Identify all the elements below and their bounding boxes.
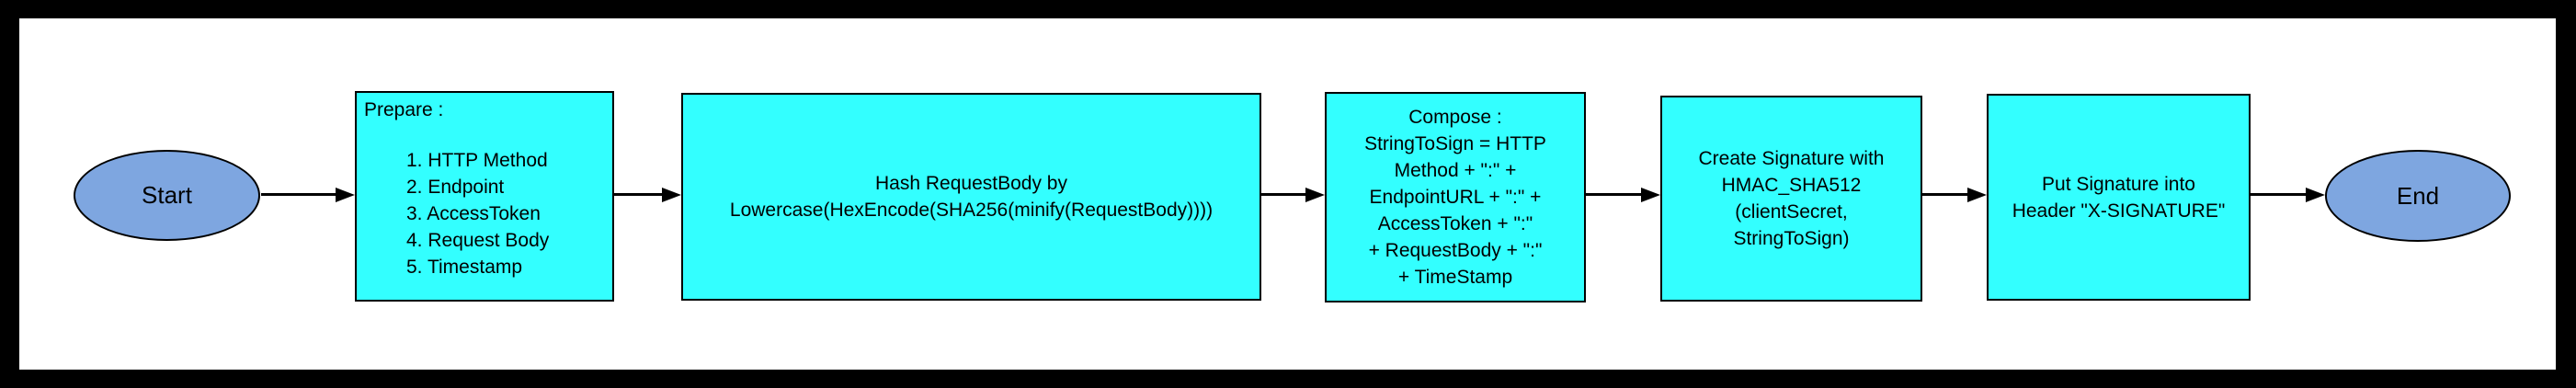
- prepare-list: 1. HTTP Method 2. Endpoint 3. AccessToke…: [406, 147, 549, 280]
- start-label: Start: [142, 181, 192, 209]
- prepare-list-item: 3. AccessToken: [406, 203, 541, 224]
- arrow-create-signature-to-put-signature: [1922, 193, 1967, 196]
- compose-text-line: Compose :: [1408, 107, 1502, 128]
- prepare-list-item: 2. Endpoint: [406, 177, 505, 198]
- create-signature-text-line: StringToSign): [1733, 228, 1850, 249]
- hash-text-line: Hash RequestBody by: [875, 173, 1067, 194]
- put-signature-text-line: Header "X-SIGNATURE": [2012, 200, 2226, 222]
- create-signature-node: Create Signature with HMAC_SHA512 (clien…: [1660, 96, 1922, 302]
- create-signature-text-line: (clientSecret,: [1735, 201, 1848, 223]
- compose-text-line: + TimeStamp: [1397, 267, 1513, 288]
- create-signature-text-line: Create Signature with: [1698, 148, 1885, 169]
- start-terminator-node: Start: [74, 150, 260, 241]
- arrow-start-to-prepare: [261, 193, 336, 196]
- end-label: End: [2396, 181, 2440, 210]
- compose-text-line: Method + ":" +: [1394, 160, 1517, 181]
- prepare-list-item: 1. HTTP Method: [406, 150, 548, 171]
- compose-stringtosign-node: Compose : StringToSign = HTTP Method + "…: [1325, 92, 1586, 302]
- arrow-hash-to-compose: [1261, 193, 1305, 196]
- arrow-prepare-to-hash: [614, 193, 662, 196]
- arrow-put-signature-to-end: [2251, 193, 2306, 196]
- hash-requestbody-node: Hash RequestBody by Lowercase(HexEncode(…: [681, 93, 1261, 301]
- arrow-compose-to-create-signature: [1586, 193, 1641, 196]
- create-signature-text-line: HMAC_SHA512: [1721, 175, 1862, 196]
- put-signature-header-node: Put Signature into Header "X-SIGNATURE": [1987, 94, 2251, 301]
- hash-text-line: Lowercase(HexEncode(SHA256(minify(Reques…: [729, 200, 1214, 221]
- prepare-list-item: 4. Request Body: [406, 230, 550, 251]
- compose-text-line: EndpointURL + ":" +: [1369, 187, 1542, 208]
- prepare-process-node: Prepare : 1. HTTP Method 2. Endpoint 3. …: [355, 91, 614, 302]
- compose-text-line: + RequestBody + ":": [1368, 240, 1543, 261]
- prepare-title: Prepare :: [364, 99, 444, 120]
- compose-text-line: AccessToken + ":": [1377, 213, 1533, 234]
- compose-text-line: StringToSign = HTTP: [1364, 133, 1546, 154]
- put-signature-text-line: Put Signature into: [2042, 173, 2195, 195]
- end-terminator-node: End: [2325, 150, 2511, 242]
- prepare-list-item: 5. Timestamp: [406, 257, 523, 278]
